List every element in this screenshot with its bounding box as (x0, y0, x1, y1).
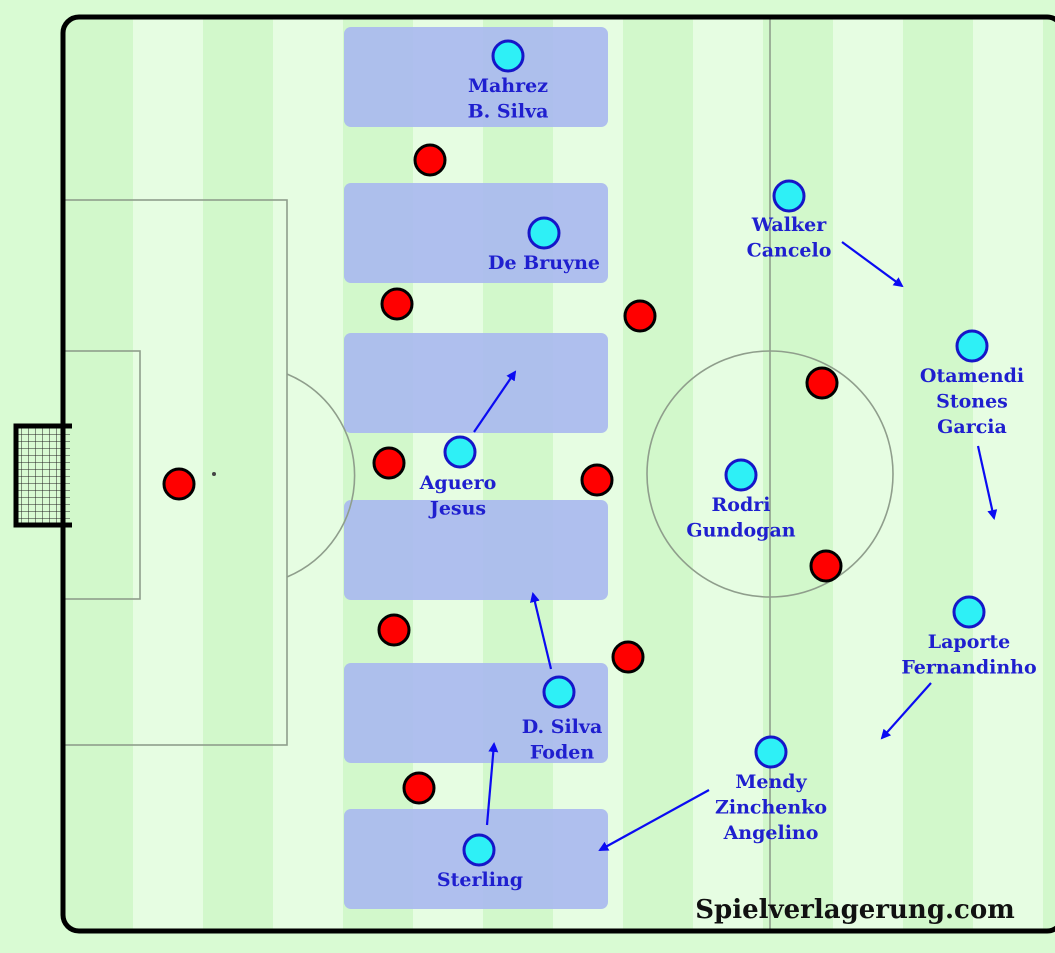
opponent-player-marker (611, 640, 645, 674)
zone-box (344, 500, 608, 600)
goal-frame (13, 423, 72, 528)
pitch-stripe (483, 17, 553, 931)
pitch-stripes (63, 17, 1055, 931)
team-player-marker (462, 833, 496, 867)
pitch-stripe (63, 17, 133, 931)
opponent-player-marker (402, 771, 436, 805)
player-name-label: B. Silva (468, 101, 549, 123)
player-name-label: Gundogan (686, 520, 795, 542)
team-player-marker (542, 675, 576, 709)
player-name-label: Otamendi (920, 365, 1024, 387)
opponent-player-marker (413, 143, 447, 177)
pitch-border (60, 14, 1055, 934)
team-player: Mahrez B. Silva (468, 39, 549, 123)
player-name-label: Jesus (428, 498, 486, 520)
watermark: Spielverlagerung.com (695, 895, 1014, 925)
player-name-label: Zinchenko (715, 797, 827, 819)
player-name-label: Mahrez (468, 75, 548, 97)
team-player-marker (724, 458, 758, 492)
zone-box (344, 27, 608, 127)
player-name-label: Rodri (712, 494, 771, 516)
center-circle (646, 350, 894, 598)
team-player: Sterling (437, 833, 523, 891)
movement-arrow (880, 682, 932, 740)
pitch-stripe (1043, 17, 1055, 931)
team-player-marker (527, 216, 561, 250)
player-name-label: Foden (530, 742, 594, 764)
zone-box (344, 663, 608, 763)
team-player-marker (754, 735, 788, 769)
zone-box (344, 333, 608, 433)
team-player-marker (955, 329, 989, 363)
opponent-player-marker (623, 299, 657, 333)
zone-box (344, 183, 608, 283)
player-name-label: Mendy (735, 771, 807, 793)
penalty-spot (212, 472, 216, 476)
player-name-label: Cancelo (747, 240, 832, 262)
player-name-label: De Bruyne (488, 252, 600, 274)
opponent-player-marker (377, 613, 411, 647)
opponent-player-marker (580, 463, 614, 497)
player-name-label: Stones (936, 391, 1008, 413)
player-name-label: Garcia (937, 416, 1007, 438)
movement-arrow (598, 789, 710, 851)
pitch-stripe (903, 17, 973, 931)
pitch-stripe (833, 17, 903, 931)
movement-arrow (485, 742, 499, 826)
movement-arrow (530, 592, 553, 670)
player-name-label: Fernandinho (901, 657, 1036, 679)
opponent-player-marker (809, 549, 843, 583)
opponent-player-marker (372, 446, 406, 480)
movement-arrows (473, 241, 998, 851)
player-name-label: Sterling (437, 869, 523, 891)
opponent-player-marker (380, 287, 414, 321)
team-player: De Bruyne (488, 216, 600, 274)
player-name-label: D. Silva (522, 716, 603, 738)
movement-arrow (473, 370, 517, 433)
movement-arrow (976, 445, 998, 520)
player-name-label: Walker (751, 214, 827, 236)
player-name-label: Laporte (928, 631, 1011, 653)
player-name-label: Angelino (723, 822, 819, 844)
team-player-marker (443, 435, 477, 469)
pitch-stripe (623, 17, 693, 931)
player-name-label: Aguero (419, 472, 497, 494)
team-player-marker (952, 595, 986, 629)
zone-boxes (344, 27, 608, 909)
penalty-arc (286, 373, 356, 578)
team-player-marker (491, 39, 525, 73)
pitch-stripe (273, 17, 343, 931)
team-player-marker (772, 179, 806, 213)
opponent-player-marker (805, 366, 839, 400)
pitch-stripe (763, 17, 833, 931)
opponent-player-marker (162, 467, 196, 501)
opponent-players (162, 143, 843, 805)
movement-arrow (841, 241, 904, 288)
